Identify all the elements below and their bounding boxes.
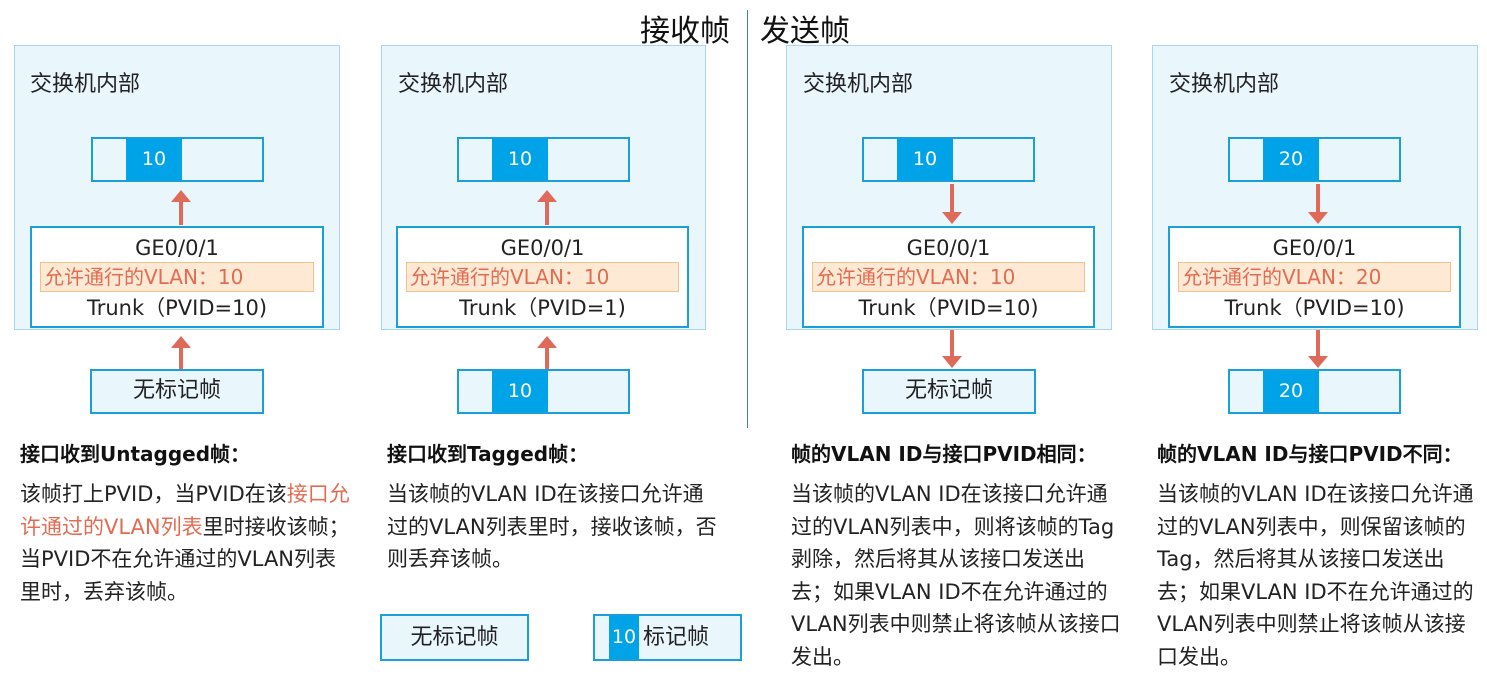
internal-frame-3: 10 (862, 137, 1035, 182)
send-frame-heading: 发送帧 (760, 14, 850, 49)
case-desc-1-highlight: 接口允许通过的VLAN列表 (20, 482, 350, 539)
port-mode-4: Trunk（PVID=10) (1224, 296, 1405, 320)
case-desc-3: 当该帧的VLAN ID在该接口允许通过的VLAN列表中，则将该帧的Tag剥除，然… (791, 482, 1121, 669)
legend-tagged-frame: 10 标记帧 (593, 614, 742, 661)
arrow-up-1a (171, 190, 191, 225)
legend-untagged-frame: 无标记帧 (380, 614, 529, 661)
case-title-3: 帧的VLAN ID与接口PVID相同： (791, 442, 1097, 466)
receive-frame-heading: 接收帧 (640, 14, 730, 49)
port-name-1: GE0/0/1 (135, 236, 219, 260)
port-mode-1: Trunk（PVID=10) (86, 296, 268, 320)
tagged-frame-2: 10 (457, 369, 630, 414)
case-title-1: 接口收到Untagged帧： (20, 442, 251, 466)
arrow-up-2a (537, 190, 557, 225)
allowed-vlan-3: 允许通行的VLAN：10 (812, 262, 1085, 292)
vlan-tag-3: 10 (897, 139, 953, 180)
case-desc-1: 该帧打上PVID，当PVID在该接口允许通过的VLAN列表里时接收该帧；当PVI… (20, 478, 350, 608)
case-title-4: 帧的VLAN ID与接口PVID不同： (1157, 442, 1463, 466)
arrow-down-4b (1308, 330, 1328, 368)
legend-tagged-label: 标记帧 (643, 625, 710, 650)
allowed-vlan-2: 允许通行的VLAN：10 (406, 262, 679, 292)
untagged-frame-3: 无标记帧 (862, 369, 1036, 414)
external-vlan-tag-4: 20 (1263, 371, 1319, 412)
port-box-3: GE0/0/1 允许通行的VLAN：10 Trunk（PVID=10) (802, 226, 1095, 328)
panel-title-4: 交换机内部 (1169, 72, 1280, 97)
vlan-tag-4: 20 (1263, 139, 1319, 180)
case-title-2: 接口收到Tagged帧： (387, 442, 589, 466)
arrow-down-4a (1308, 184, 1328, 224)
internal-frame-2: 10 (457, 137, 630, 182)
case-desc-2: 当该帧的VLAN ID在该接口允许通过的VLAN列表里时，接收该帧，否则丢弃该帧… (387, 482, 717, 571)
allowed-vlan-4: 允许通行的VLAN：20 (1178, 262, 1451, 292)
center-divider (747, 10, 748, 428)
case-desc-1-b: 里时接收该帧；当PVID不在允许通过的VLAN列表里时，丢弃该帧。 (20, 514, 350, 604)
case-desc-4: 当该帧的VLAN ID在该接口允许通过的VLAN列表中，则保留该帧的Tag，然后… (1157, 482, 1474, 669)
internal-frame-1: 10 (91, 137, 264, 182)
tagged-frame-4: 20 (1228, 369, 1401, 414)
port-name-3: GE0/0/1 (906, 236, 991, 260)
arrow-down-3b (942, 330, 962, 368)
internal-frame-4: 20 (1228, 137, 1401, 182)
arrow-up-2b (537, 336, 557, 369)
arrow-up-1b (171, 336, 191, 369)
allowed-vlan-1: 允许通行的VLAN：10 (40, 262, 314, 292)
arrow-down-3a (942, 184, 962, 224)
legend-vlan-tag: 10 (609, 616, 639, 659)
panel-title-3: 交换机内部 (803, 72, 914, 97)
port-box-4: GE0/0/1 允许通行的VLAN：20 Trunk（PVID=10) (1168, 226, 1461, 328)
panel-title-2: 交换机内部 (398, 72, 509, 97)
vlan-tag-1: 10 (126, 139, 182, 180)
port-box-1: GE0/0/1 允许通行的VLAN：10 Trunk（PVID=10) (30, 226, 324, 328)
vlan-tag-2: 10 (492, 139, 548, 180)
port-mode-2: Trunk（PVID=1) (459, 296, 626, 320)
case-desc-1-a: 该帧打上PVID，当PVID在该 (20, 482, 287, 506)
port-name-2: GE0/0/1 (500, 236, 585, 260)
untagged-frame-1: 无标记帧 (90, 369, 264, 414)
port-name-4: GE0/0/1 (1272, 236, 1357, 260)
port-mode-3: Trunk（PVID=10) (858, 296, 1039, 320)
panel-title-1: 交换机内部 (30, 72, 141, 97)
external-vlan-tag-2: 10 (492, 371, 548, 412)
port-box-2: GE0/0/1 允许通行的VLAN：10 Trunk（PVID=1) (396, 226, 689, 328)
